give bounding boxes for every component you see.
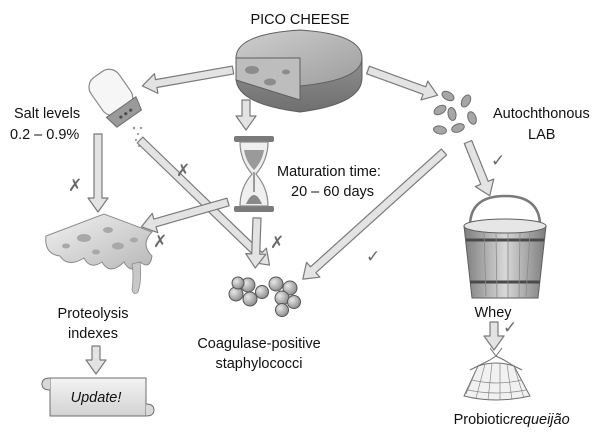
- requeijao-basket-icon: [463, 347, 531, 401]
- melting-cheese-icon: [45, 213, 153, 294]
- salt-label-line2: 0.2 – 0.9%: [10, 127, 79, 143]
- arrow-cheese-to-salt: [141, 65, 235, 94]
- arrow-lab-to-staph: [302, 148, 448, 280]
- cross-mark-maturation-staph: ✗: [270, 233, 284, 253]
- check-mark-lab-whey: ✓: [491, 151, 505, 171]
- check-mark-whey-requeijao: ✓: [503, 318, 517, 338]
- salt-label-line1: Salt levels: [14, 106, 80, 122]
- check-mark-lab-staph: ✓: [366, 247, 380, 267]
- maturation-label-line2: 20 – 60 days: [291, 184, 374, 200]
- staph-label-line2: staphylococci: [215, 356, 302, 372]
- proteolysis-label-line1: Proteolysis: [58, 306, 129, 322]
- cross-mark-salt-staph: ✗: [176, 161, 190, 181]
- maturation-label-line1: Maturation time:: [277, 164, 381, 180]
- arrow-proteolysis-to-update: [85, 345, 107, 375]
- arrow-maturation-to-staph: [245, 217, 267, 269]
- arrow-lab-to-whey: [463, 139, 495, 197]
- lab-label-line1: Autochthonous: [493, 106, 590, 122]
- salt-grains: [132, 126, 145, 148]
- cross-mark-salt-proteolysis: ✗: [68, 176, 82, 196]
- diagram-title: PICO CHEESE: [250, 12, 349, 28]
- wooden-bucket-icon: [463, 194, 547, 299]
- hourglass-icon: [234, 136, 274, 212]
- staph-label-line1: Coagulase-positive: [197, 336, 320, 352]
- proteolysis-label-line2: indexes: [68, 326, 118, 342]
- salt-shaker-icon: [88, 68, 143, 128]
- update-label: Update!: [71, 390, 122, 406]
- arrow-salt-to-staph: [136, 136, 271, 266]
- cocci-cluster-icon: [228, 276, 301, 317]
- whey-label: Whey: [474, 305, 512, 321]
- cross-mark-maturation-proteolysis: ✗: [153, 232, 167, 252]
- requeijao-label-italic: requeijão: [510, 412, 570, 428]
- requeijao-label-prefix: Probiotic: [454, 412, 510, 428]
- arrow-cheese-to-maturation: [235, 99, 257, 131]
- arrow-cheese-to-lab: [366, 65, 439, 101]
- bacteria-icon: [433, 90, 477, 135]
- arrow-whey-to-requeijao: [483, 321, 505, 351]
- scroll-icon: [41, 377, 155, 417]
- cheese-wheel-icon: [235, 29, 363, 113]
- arrow-maturation-to-proteolysis: [140, 197, 230, 234]
- arrow-salt-to-proteolysis: [87, 133, 109, 213]
- lab-label-line2: LAB: [528, 127, 555, 143]
